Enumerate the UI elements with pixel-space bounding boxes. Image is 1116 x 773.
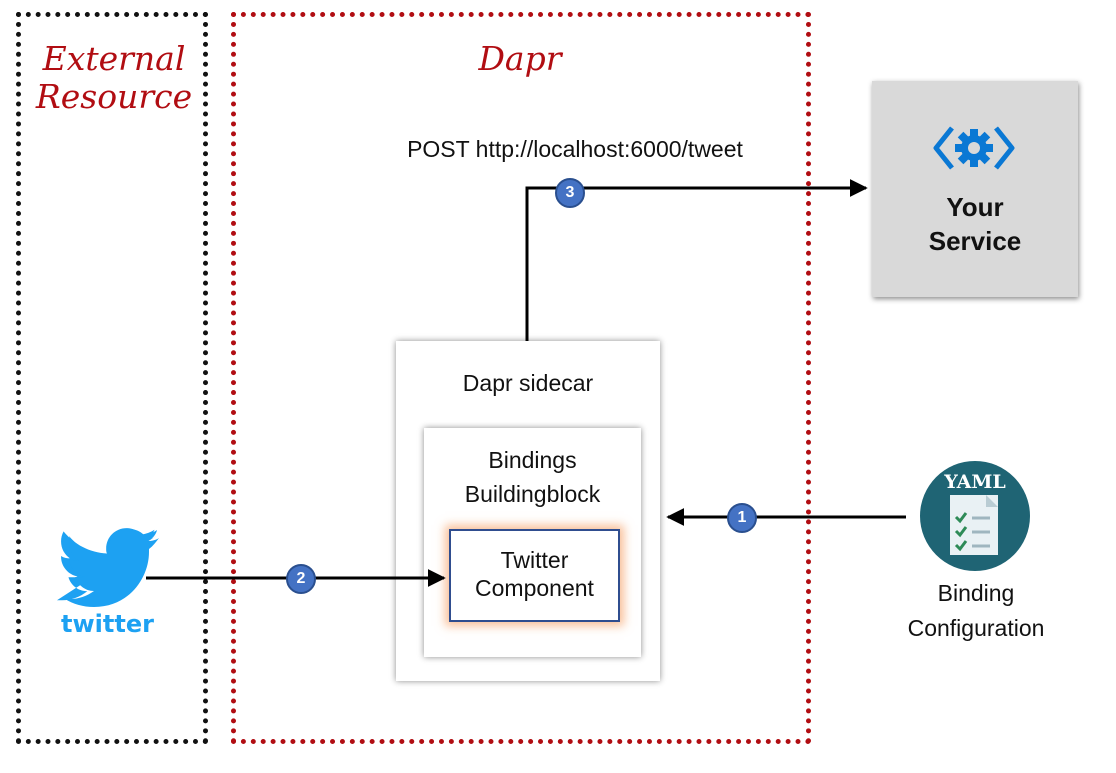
external-resource-zone [16, 12, 208, 744]
post-request-label: POST http://localhost:6000/tweet [407, 136, 743, 162]
bindings-label-line2: Buildingblock [464, 481, 601, 507]
service-gear-icon [933, 126, 1015, 170]
binding-config-label-line2: Configuration [907, 615, 1045, 641]
arrow-sidecar-to-service [525, 179, 868, 341]
twitter-bird-icon [56, 528, 159, 607]
external-title-line1: External [42, 39, 186, 78]
bindings-buildingblock-label: Bindings Buildingblock [424, 443, 641, 511]
twitter-component-label-line1: Twitter [500, 547, 569, 573]
step-3-badge: 3 [555, 178, 585, 208]
twitter-wordmark: twitter [61, 610, 154, 638]
dapr-sidecar-label: Dapr sidecar [462, 370, 594, 396]
service-label-line1: Your [946, 192, 1004, 222]
twitter-component-box [449, 529, 620, 622]
your-service-box [872, 81, 1078, 297]
bindings-label-line1: Bindings [488, 447, 577, 473]
external-title-line2: Resource [35, 77, 193, 116]
yaml-config-icon: YAML [920, 461, 1030, 571]
external-resource-title: External Resource [26, 40, 202, 116]
step-1-badge: 1 [727, 503, 757, 533]
yaml-icon-text: YAML [943, 471, 1005, 493]
binding-configuration-label: Binding Configuration [886, 576, 1066, 646]
dapr-zone [231, 12, 811, 744]
step-2-badge: 2 [286, 564, 316, 594]
service-label-line2: Service [928, 226, 1022, 256]
binding-config-label-line1: Binding [937, 580, 1015, 606]
dapr-title: Dapr [478, 39, 562, 78]
your-service-label: Your Service [872, 190, 1078, 258]
twitter-component-label-line2: Component [475, 575, 594, 601]
twitter-component-label: Twitter Component [451, 546, 618, 602]
